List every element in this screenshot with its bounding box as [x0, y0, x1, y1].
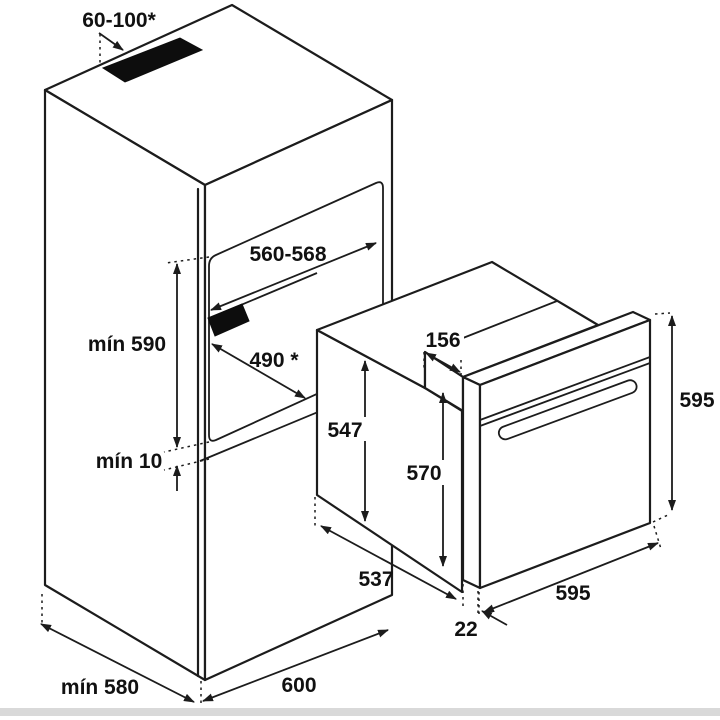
- front-width-arrow: [483, 542, 659, 613]
- control-panel-lower-edge-2: [479, 362, 651, 427]
- dim-label-niche-width: 560-568: [249, 243, 326, 266]
- cabinet-dimensions: 60-100* 560-568 490 * mín 590 mín 10 mín…: [40, 9, 389, 704]
- door-thickness-arrow: [481, 610, 508, 626]
- front-height-extension-top: [654, 312, 671, 315]
- dim-label-front-width: 595: [555, 582, 590, 605]
- dim-label-housing-depth: 156: [425, 329, 460, 352]
- cabinet-depth-arrow: [40, 623, 195, 703]
- housing-depth-arrow: [425, 352, 461, 373]
- niche-height-extension-top: [165, 256, 210, 264]
- gap-extension-lower: [163, 458, 210, 471]
- oven-frame-left-strip: [461, 375, 482, 590]
- dim-label-body-height: 547: [327, 419, 362, 442]
- dim-label-niche-depth: 490 *: [249, 349, 299, 372]
- front-height-extension-bottom: [652, 513, 671, 523]
- oven-dimensions: 156 547 570 537 22 595 595: [314, 312, 715, 641]
- gap-extension-upper: [163, 441, 210, 453]
- oven-front-panel: [478, 318, 652, 590]
- dim-label-cabinet-width: 600: [281, 674, 316, 697]
- front-width-extension-right: [653, 525, 662, 550]
- label-mask-547: [321, 417, 369, 441]
- label-mask-570: [400, 460, 448, 485]
- cabinet-width-arrow: [202, 629, 389, 702]
- body-depth-arrow: [320, 525, 457, 600]
- niche-depth-arrow: [211, 343, 306, 399]
- dim-label-front-height: 595: [679, 389, 714, 412]
- oven-control-housing-back-edge: [462, 300, 558, 339]
- dim-label-niche-height: mín 590: [88, 333, 166, 356]
- cabinet-left-face: [43, 88, 207, 682]
- dim-label-gap: mín 10: [96, 450, 163, 473]
- label-mask-156: [420, 328, 464, 350]
- dim-label-inner-front-height: 570: [406, 462, 441, 485]
- page-footer-band: [0, 708, 720, 716]
- top-vent-arrow: [98, 32, 124, 51]
- top-vent-cutout: [101, 37, 204, 83]
- dim-label-body-depth: 537: [358, 568, 393, 591]
- dim-label-cabinet-depth: mín 580: [61, 676, 139, 699]
- control-panel-lower-edge-1: [479, 356, 651, 421]
- oven-door-handle: [497, 379, 638, 441]
- dim-label-top-vent: 60-100*: [82, 9, 156, 32]
- dim-label-door-thickness: 22: [454, 618, 477, 641]
- niche-width-arrow: [210, 242, 377, 311]
